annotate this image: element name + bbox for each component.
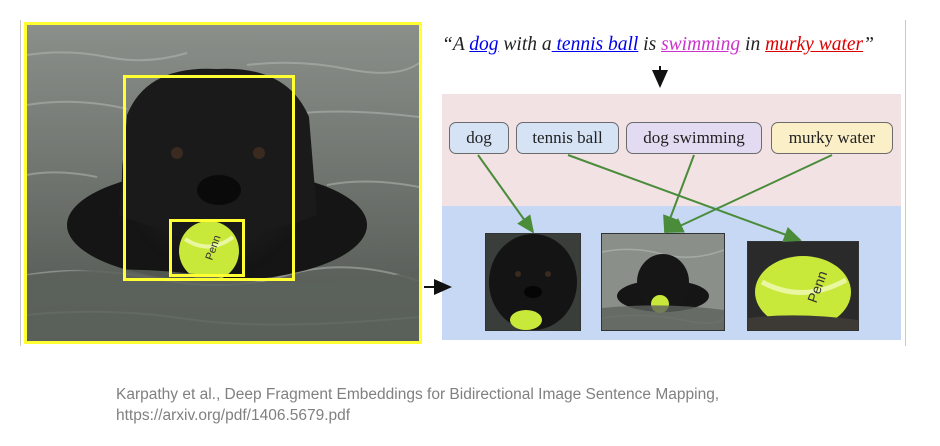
right-frame-line [905, 20, 906, 346]
fragment-murky-water-label: murky water [788, 128, 876, 147]
thumb-dog-swimming [601, 233, 725, 331]
fragment-tennis-ball-label: tennis ball [532, 128, 603, 147]
caption-sentence: “A dog with a tennis ball is swimming in… [442, 34, 902, 56]
fragment-tennis-ball: tennis ball [516, 122, 619, 154]
bbox-dog [123, 75, 295, 281]
fragment-dog-swimming: dog swimming [626, 122, 762, 154]
sentence-word-swimming: swimming [661, 34, 741, 55]
fragment-dog-swimming-label: dog swimming [643, 128, 745, 147]
citation-line-1: Karpathy et al., Deep Fragment Embedding… [116, 386, 720, 403]
thumb-tennis-ball: Penn [747, 241, 859, 331]
citation-url: https://arxiv.org/pdf/1406.5679.pdf [116, 407, 351, 424]
left-frame-line [20, 20, 21, 346]
fragment-dog: dog [449, 122, 509, 154]
sentence-word-tennis-ball: tennis ball [551, 34, 639, 55]
sentence-close-quote: ” [863, 34, 874, 55]
citation-caption: Karpathy et al., Deep Fragment Embedding… [116, 384, 719, 426]
sentence-word-dog: dog [469, 34, 499, 55]
dog-photo: Penn [24, 22, 422, 344]
sentence-text-with-a: with a [498, 34, 552, 55]
sentence-text-is: is [638, 34, 662, 55]
sentence-text-in: in [740, 34, 766, 55]
bbox-tennis-ball [169, 219, 245, 277]
fragment-murky-water: murky water [771, 122, 893, 154]
sentence-word-murky-water: murky water [765, 34, 864, 55]
sentence-text-a: “A [442, 34, 470, 55]
thumb-dog [485, 233, 581, 331]
fragment-dog-label: dog [466, 128, 492, 147]
